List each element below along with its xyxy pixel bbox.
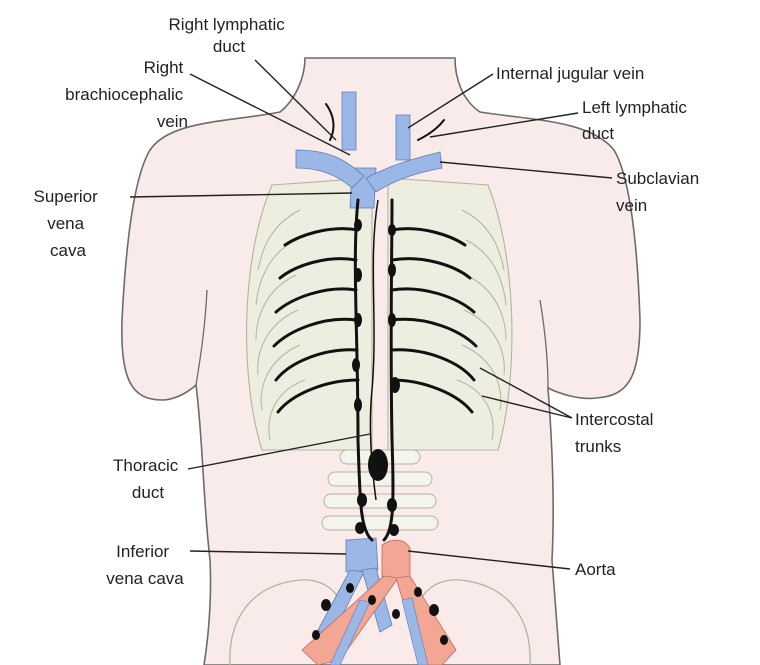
label-superior-vena-cava: Superior vena cava (34, 187, 103, 260)
label-right-lymphatic-duct: Right lymphatic duct (169, 15, 290, 56)
right-internal-jugular (342, 92, 356, 150)
label-aorta: Aorta (575, 560, 616, 579)
left-internal-jugular (396, 115, 410, 160)
label-internal-jugular-vein: Internal jugular vein (496, 64, 644, 83)
label-inferior-vena-cava: Inferior vena cava (106, 542, 184, 588)
label-intercostal-trunks: Intercostal trunks (575, 410, 658, 456)
label-right-brachiocephalic-vein: Right brachiocephalic vein (65, 58, 188, 131)
label-left-lymphatic-duct: Left lymphatic duct (582, 98, 692, 143)
label-thoracic-duct: Thoracic duct (113, 456, 183, 502)
inferior-vena-cava-upper (346, 538, 378, 572)
aorta (382, 540, 410, 578)
label-subclavian-vein: Subclavian vein (616, 169, 704, 215)
